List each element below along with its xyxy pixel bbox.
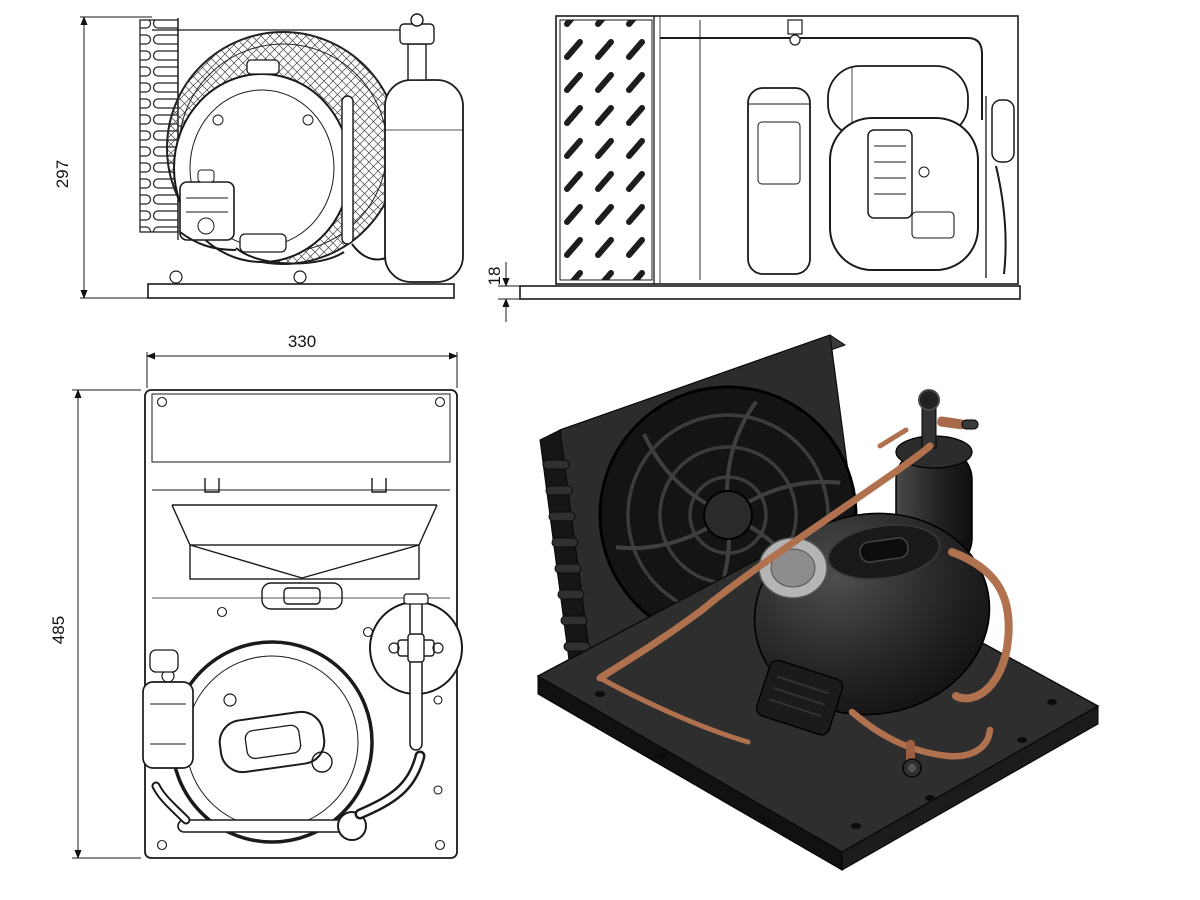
top-condenser [151, 393, 451, 493]
side-louver-panel [559, 16, 661, 284]
iso-copper-pipes [596, 427, 1013, 760]
side-dryer-cylinder [747, 87, 811, 275]
iso-plate-holes [595, 691, 1057, 829]
side-right-bracket [985, 96, 1015, 278]
front-compressor [173, 59, 351, 263]
iso-coil-fins [542, 459, 591, 652]
dim-base-thickness-label: 18 [485, 267, 504, 286]
front-terminal-box [179, 181, 235, 241]
top-bottom-pipes [151, 750, 426, 841]
front-dimension-297 [80, 16, 155, 299]
side-compressor [829, 117, 979, 271]
iso-plate-valve [902, 740, 922, 778]
iso-compressor [753, 512, 991, 736]
front-service-valve [197, 217, 215, 235]
isometric-view [536, 334, 1100, 871]
side-top-pipe [660, 19, 983, 120]
front-receiver [384, 13, 464, 283]
side-base-plate [519, 285, 1021, 300]
front-view: 297 [53, 13, 464, 299]
top-view: 330 485 [49, 332, 463, 859]
front-base-plate [147, 270, 455, 299]
dim-top-depth-label: 485 [49, 616, 68, 644]
side-dimension-18 [498, 262, 520, 322]
top-holes [156, 396, 446, 851]
top-dimension-485 [72, 389, 141, 859]
top-terminal-box [142, 649, 194, 769]
front-pipes [179, 231, 387, 265]
iso-terminal-box [755, 659, 844, 736]
dim-top-width-label: 330 [288, 332, 316, 351]
front-suction-tube [341, 95, 354, 245]
iso-condenser [539, 334, 866, 707]
top-compressor [170, 640, 374, 844]
top-dimension-330 [146, 352, 458, 388]
dim-front-height-label: 297 [53, 160, 72, 188]
top-valve-assembly [369, 593, 463, 751]
top-fan-motor [261, 582, 343, 610]
side-terminal-cover [867, 129, 913, 219]
top-fan-shroud [171, 504, 438, 580]
iso-receiver-valve [918, 389, 979, 449]
side-view: 18 [485, 15, 1021, 322]
